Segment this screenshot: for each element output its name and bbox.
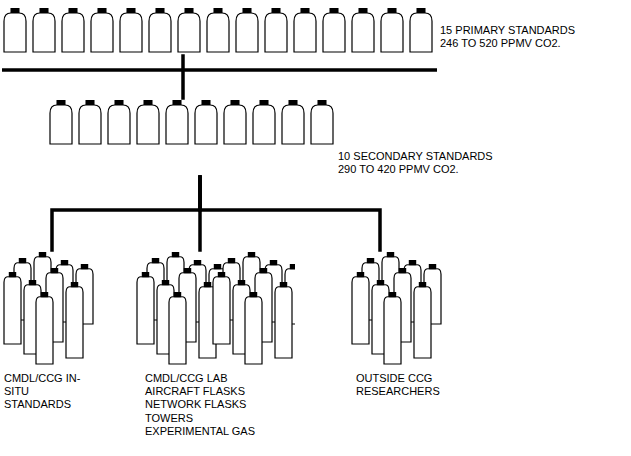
gas-cylinder: [224, 100, 246, 144]
cylinder-group: 15 PRIMARY STANDARDS 246 TO 520 PPMV CO2…: [2, 6, 587, 56]
gas-cylinder: [4, 272, 21, 344]
gas-cylinder: [137, 272, 154, 344]
gas-cylinder: [62, 8, 84, 52]
gas-cylinder: [149, 8, 171, 52]
gas-cylinder: [33, 8, 55, 52]
gas-cylinder: [352, 8, 374, 52]
gas-cylinder: [265, 8, 287, 52]
gas-cylinder: [207, 8, 229, 52]
gas-cylinder: [91, 8, 113, 52]
cylinder-group: CMDL/CCG IN-SITU STANDARDS: [0, 250, 96, 412]
gas-cylinder: [352, 272, 369, 344]
group-label: CMDL/CCG LAB AIRCRAFT FLASKS NETWORK FLA…: [145, 372, 265, 438]
gas-cylinder: [311, 100, 333, 144]
gas-cylinder: [410, 8, 432, 52]
gas-cylinder: [178, 8, 200, 52]
cylinder-group: 10 SECONDARY STANDARDS 290 TO 420 PPMV C…: [48, 98, 503, 177]
gas-cylinder: [36, 292, 53, 364]
cylinder-illustration: [133, 250, 295, 370]
group-label: CMDL/CCG IN-SITU STANDARDS: [4, 372, 84, 412]
gas-cylinder: [120, 8, 142, 52]
gas-cylinder: [50, 100, 72, 144]
cylinder-group: OUTSIDE CCG RESEARCHERS: [348, 250, 451, 399]
group-label: 10 SECONDARY STANDARDS 290 TO 420 PPMV C…: [338, 150, 503, 176]
cylinder-illustration: [48, 98, 338, 148]
cylinder-illustration: [2, 6, 438, 56]
connector-line: [52, 177, 200, 250]
gas-cylinder: [323, 8, 345, 52]
cylinder-group: CMDL/CCG LAB AIRCRAFT FLASKS NETWORK FLA…: [133, 250, 295, 438]
gas-cylinder: [166, 100, 188, 144]
gas-cylinder: [414, 282, 431, 358]
gas-cylinder: [79, 100, 101, 144]
gas-cylinder: [236, 8, 258, 52]
gas-cylinder: [169, 292, 186, 364]
connector-line: [181, 56, 185, 98]
gas-cylinder: [253, 100, 275, 144]
gas-cylinder: [108, 100, 130, 144]
cylinder-illustration: [348, 250, 444, 370]
group-label: OUTSIDE CCG RESEARCHERS: [356, 372, 451, 398]
connector-line: [200, 177, 380, 250]
cylinder-illustration: [0, 250, 96, 370]
gas-cylinder: [294, 8, 316, 52]
gas-cylinder: [384, 292, 401, 364]
gas-cylinder: [245, 292, 262, 364]
gas-cylinder: [4, 8, 26, 52]
gas-cylinder: [213, 272, 230, 344]
gas-cylinder: [195, 100, 217, 144]
gas-cylinder: [275, 282, 292, 358]
group-label: 15 PRIMARY STANDARDS 246 TO 520 PPMV CO2…: [440, 24, 587, 50]
split-bar: [2, 68, 437, 72]
gas-cylinder: [137, 100, 159, 144]
gas-cylinder: [282, 100, 304, 144]
gas-cylinder: [381, 8, 403, 52]
gas-cylinder: [66, 282, 83, 358]
